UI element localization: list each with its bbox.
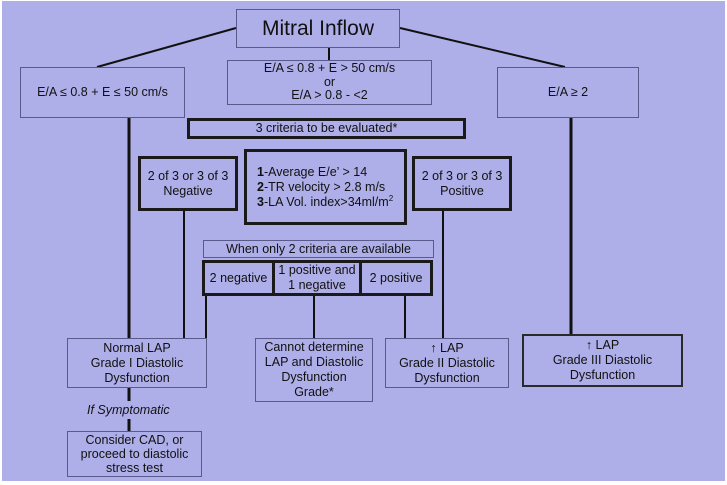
if-symptomatic-label: If Symptomatic bbox=[87, 403, 170, 417]
cannot-determine-box: Cannot determine LAP and Diastolic Dysfu… bbox=[255, 338, 373, 402]
criteria-header-box: 3 criteria to be evaluated* bbox=[187, 118, 466, 139]
negative-line2: Negative bbox=[163, 183, 213, 198]
grade3-line1: ↑ LAP bbox=[585, 338, 620, 352]
positive-line1: 2 of 3 or 3 of 3 bbox=[421, 168, 503, 183]
grade2-box: ↑ LAP Grade II Diastolic Dysfunction bbox=[385, 338, 509, 388]
criteria-header-text: 3 criteria to be evaluated* bbox=[255, 121, 398, 135]
consider-line3: stress test bbox=[106, 461, 163, 475]
grade2-line1: ↑ LAP bbox=[430, 340, 464, 355]
grade3-line2: Grade III Diastolic bbox=[552, 353, 653, 367]
criteria-list-box: 1-Average E/e’ > 14 2-TR velocity > 2.8 … bbox=[244, 149, 407, 225]
negative-box: 2 of 3 or 3 of 3 Negative bbox=[138, 156, 238, 211]
normal-lap-box: Normal LAP Grade I Diastolic Dysfunction bbox=[67, 338, 207, 388]
grade2-line3: Dysfunction bbox=[414, 370, 480, 385]
ea-low-box: E/A ≤ 0.8 + E ≤ 50 cm/s bbox=[20, 67, 185, 118]
consider-line2: proceed to diastolic bbox=[80, 447, 189, 461]
ea-high-box: E/A ≥ 2 bbox=[497, 67, 639, 118]
two-criteria-header-text: When only 2 criteria are available bbox=[226, 241, 411, 256]
two-negative-box: 2 negative bbox=[202, 260, 275, 296]
consider-line1: Consider CAD, or bbox=[85, 433, 184, 447]
positive-line2: Positive bbox=[440, 183, 484, 198]
criterion-1: 1-Average E/e’ > 14 bbox=[257, 164, 368, 179]
cannot-line2: LAP and Diastolic bbox=[264, 355, 364, 369]
grade2-line2: Grade II Diastolic bbox=[399, 355, 495, 370]
ea-mid-line1: E/A ≤ 0.8 + E > 50 cm/s bbox=[263, 61, 396, 76]
connector-title-right bbox=[399, 27, 566, 68]
positive-box: 2 of 3 or 3 of 3 Positive bbox=[412, 156, 512, 211]
mixed-line2: 1 negative bbox=[288, 278, 346, 292]
two-positive-text: 2 positive bbox=[369, 270, 423, 285]
normal-line1: Normal LAP bbox=[103, 340, 171, 355]
mixed-box: 1 positive and 1 negative bbox=[272, 260, 362, 296]
mixed-line1: 1 positive and bbox=[278, 263, 356, 277]
grade3-line3: Dysfunction bbox=[569, 368, 636, 382]
grade3-box: ↑ LAP Grade III Diastolic Dysfunction bbox=[522, 334, 683, 387]
two-negative-text: 2 negative bbox=[209, 270, 268, 285]
ea-high-text: E/A ≥ 2 bbox=[547, 85, 589, 99]
title-text: Mitral Inflow bbox=[261, 17, 375, 40]
ea-mid-line3: E/A > 0.8 - <2 bbox=[291, 88, 368, 103]
cannot-line1: Cannot determine bbox=[264, 340, 364, 354]
ea-low-text: E/A ≤ 0.8 + E ≤ 50 cm/s bbox=[37, 85, 168, 99]
mitral-inflow-title: Mitral Inflow bbox=[236, 9, 400, 48]
two-criteria-header-box: When only 2 criteria are available bbox=[203, 240, 434, 258]
normal-line2: Grade I Diastolic bbox=[90, 355, 184, 370]
connector-title-left bbox=[96, 27, 237, 68]
ea-mid-box: E/A ≤ 0.8 + E > 50 cm/s or E/A > 0.8 - <… bbox=[227, 60, 432, 105]
criterion-3: 3-LA Vol. index>34ml/m2 bbox=[257, 193, 394, 209]
consider-cad-box: Consider CAD, or proceed to diastolic st… bbox=[67, 431, 202, 477]
two-positive-box: 2 positive bbox=[359, 260, 433, 296]
negative-line1: 2 of 3 or 3 of 3 bbox=[147, 168, 229, 183]
cannot-line3: Dysfunction bbox=[281, 370, 347, 384]
normal-line3: Dysfunction bbox=[104, 370, 170, 385]
cannot-line4: Grade* bbox=[294, 385, 334, 399]
criterion-2: 2-TR velocity > 2.8 m/s bbox=[257, 179, 386, 194]
ea-mid-line2: or bbox=[323, 74, 336, 89]
